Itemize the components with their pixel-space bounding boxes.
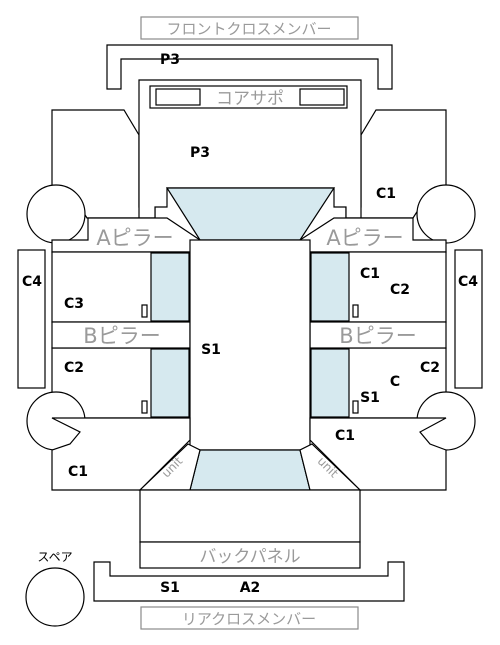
right-rear-door-c-code: C — [390, 374, 400, 390]
left-rear-window — [150, 348, 190, 418]
right-rear-door-s1-code: S1 — [360, 390, 380, 406]
spare-tire-label: スペア — [37, 550, 72, 564]
right-b-pillar — [309, 321, 447, 349]
back-panel-box — [139, 541, 361, 569]
right-b-pillar-label: Bピラー — [339, 324, 416, 348]
right-front-door-handle — [352, 304, 359, 318]
front-bumper-code: P3 — [160, 52, 180, 68]
left-a-pillar-label: Aピラー — [96, 226, 173, 250]
left-front-door-handle — [141, 304, 148, 318]
right-a-pillar-label: Aピラー — [326, 226, 403, 250]
front-bumper-outline — [106, 44, 393, 90]
left-b-pillar — [51, 321, 191, 349]
right-rear-quarter-c1-code: C1 — [335, 428, 355, 444]
right-rear-window — [310, 348, 350, 418]
spare-tire — [25, 567, 85, 627]
front-left-tire — [26, 184, 86, 244]
right-front-door-c2-code: C2 — [390, 282, 410, 298]
core-support-left-slot — [155, 88, 201, 106]
right-rear-door-handle — [352, 400, 359, 414]
left-rear-door-c2-code: C2 — [64, 360, 84, 376]
left-front-door-c3-code: C3 — [64, 296, 84, 312]
back-panel-label: バックパネル — [199, 547, 300, 567]
rear-bumper-a2-code: A2 — [240, 580, 261, 596]
right-front-fender-c1-code: C1 — [376, 186, 396, 202]
left-rear-quarter-c1-code: C1 — [68, 464, 88, 480]
left-rocker-code: C4 — [22, 274, 42, 290]
rear-cross-member-box — [140, 606, 359, 630]
left-rear-quarter — [51, 417, 191, 491]
right-rear-quarter — [309, 417, 447, 491]
rear-bumper-outline — [93, 561, 405, 602]
right-rocker-code: C4 — [458, 274, 478, 290]
hood-code: P3 — [190, 145, 210, 161]
rear-cross-member-label: リアクロスメンバー — [182, 610, 316, 628]
left-rear-door-handle — [141, 400, 148, 414]
right-rocker — [454, 249, 483, 389]
right-rear-door-c2-code: C2 — [420, 360, 440, 376]
right-front-door-c1-code: C1 — [360, 266, 380, 282]
roof — [189, 239, 311, 451]
front-right-tire — [416, 184, 476, 244]
left-rocker — [17, 249, 46, 389]
windshield — [165, 187, 336, 241]
trunk-lid — [139, 489, 361, 543]
front-cross-member-label: フロントクロスメンバー — [166, 20, 331, 38]
left-front-window — [150, 252, 190, 322]
front-cross-member-box — [140, 16, 359, 40]
core-support-right-slot — [299, 88, 345, 106]
rear-window — [189, 449, 311, 491]
right-front-window — [310, 252, 350, 322]
rear-bumper-s1-code: S1 — [160, 580, 180, 596]
core-support-label: コアサポ — [216, 89, 284, 109]
left-b-pillar-label: Bピラー — [83, 324, 160, 348]
roof-s1-code: S1 — [201, 342, 221, 358]
